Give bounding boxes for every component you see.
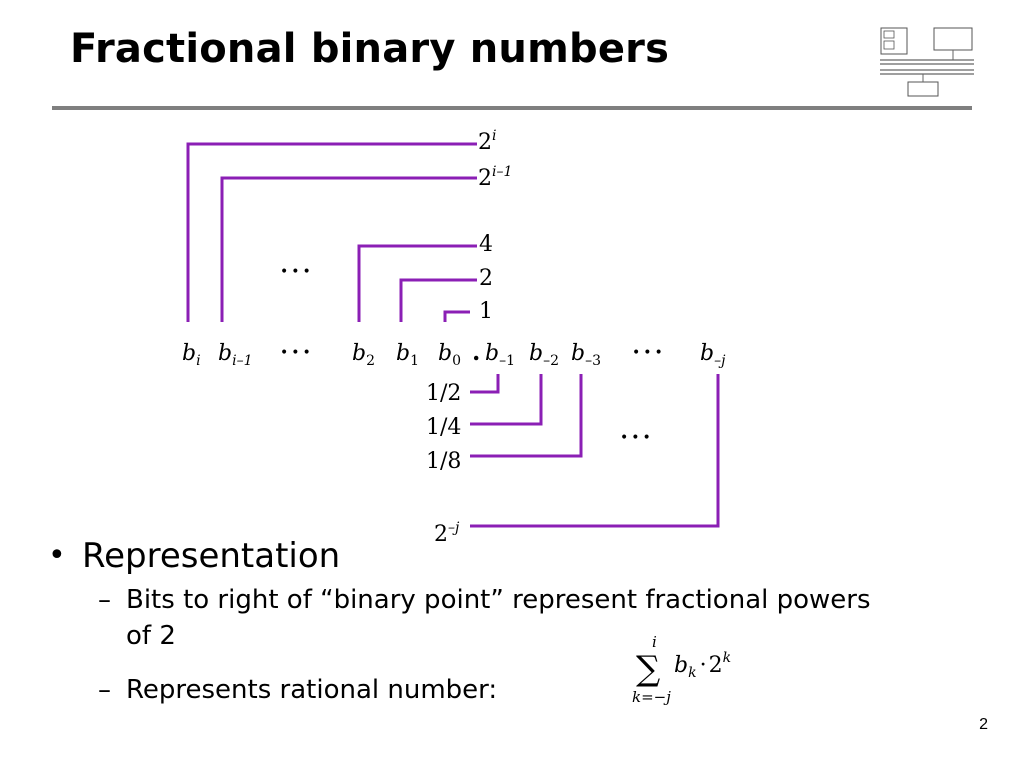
summation-formula: i ∑ k=−j bk·2k — [632, 633, 731, 706]
sub-bullet-dash: – — [98, 675, 111, 705]
power-label-2-i-1: 2i–1 — [478, 164, 512, 191]
bit-label-b2: b2 — [352, 341, 375, 369]
bracket-line-b0 — [443, 310, 470, 322]
bracket-line-b-3 — [470, 374, 583, 458]
sum-lower-limit: k=−j — [632, 688, 671, 706]
sub-bullet-text: Bits to right of “binary point” represen… — [126, 585, 871, 651]
bracket-line-bi — [186, 142, 477, 322]
bracket-line-b2 — [357, 244, 477, 322]
sub-bullet-rational-number: – Represents rational number: — [48, 672, 886, 708]
bit-label-b1: b1 — [396, 341, 419, 369]
power-label-2-i: 2i — [478, 128, 496, 155]
power-label-2-minus-j: 2–j — [434, 520, 460, 547]
bracket-line-b-2 — [470, 374, 543, 426]
sum-symbol: ∑ — [636, 649, 660, 689]
power-label-1-4: 1/4 — [426, 415, 461, 440]
sub-bullet-fractional-powers: – Bits to right of “binary point” repres… — [48, 582, 886, 654]
power-label-1: 1 — [479, 299, 493, 324]
slide-title: Fractional binary numbers — [70, 26, 670, 72]
bit-label-b-2: b–2 — [529, 341, 559, 369]
bit-label-b-1: b–1 — [485, 341, 515, 369]
power-label-1-2: 1/2 — [426, 381, 461, 406]
sum-term: bk·2k — [674, 650, 731, 681]
bullet-dot: • — [48, 538, 66, 573]
sum-upper-limit: i — [652, 633, 657, 651]
ellipsis-bits-left: ••• — [280, 345, 314, 361]
title-divider — [52, 106, 972, 110]
bullet-main-text: Representation — [82, 536, 341, 576]
bracket-line-b-1 — [470, 374, 500, 394]
ellipsis-lower-right: ••• — [620, 430, 654, 446]
ellipsis-bits-right: ••• — [632, 345, 666, 361]
ellipsis-upper-left: ••• — [280, 264, 314, 280]
binary-point: . — [472, 337, 480, 366]
computer-architecture-logo — [880, 27, 974, 97]
sub-bullet-text: Represents rational number: — [126, 675, 498, 705]
bit-label-bi: bi — [182, 341, 201, 369]
sub-bullet-dash: – — [98, 585, 111, 615]
bullet-list: • Representation – Bits to right of “bin… — [48, 534, 948, 708]
power-label-2: 2 — [479, 266, 493, 291]
bracket-line-b-j — [470, 374, 720, 528]
bit-label-bi-1: bi–1 — [218, 341, 252, 369]
bullet-representation: • Representation — [48, 534, 948, 578]
bit-label-b-3: b–3 — [571, 341, 601, 369]
power-label-1-8: 1/8 — [426, 449, 461, 474]
bit-label-b-j: b–j — [700, 341, 726, 369]
page-number: 2 — [979, 716, 988, 733]
bracket-line-b1 — [399, 278, 477, 322]
power-label-4: 4 — [479, 232, 493, 257]
bracket-line-bi-1 — [220, 176, 477, 322]
bit-label-b0: b0 — [438, 341, 461, 369]
